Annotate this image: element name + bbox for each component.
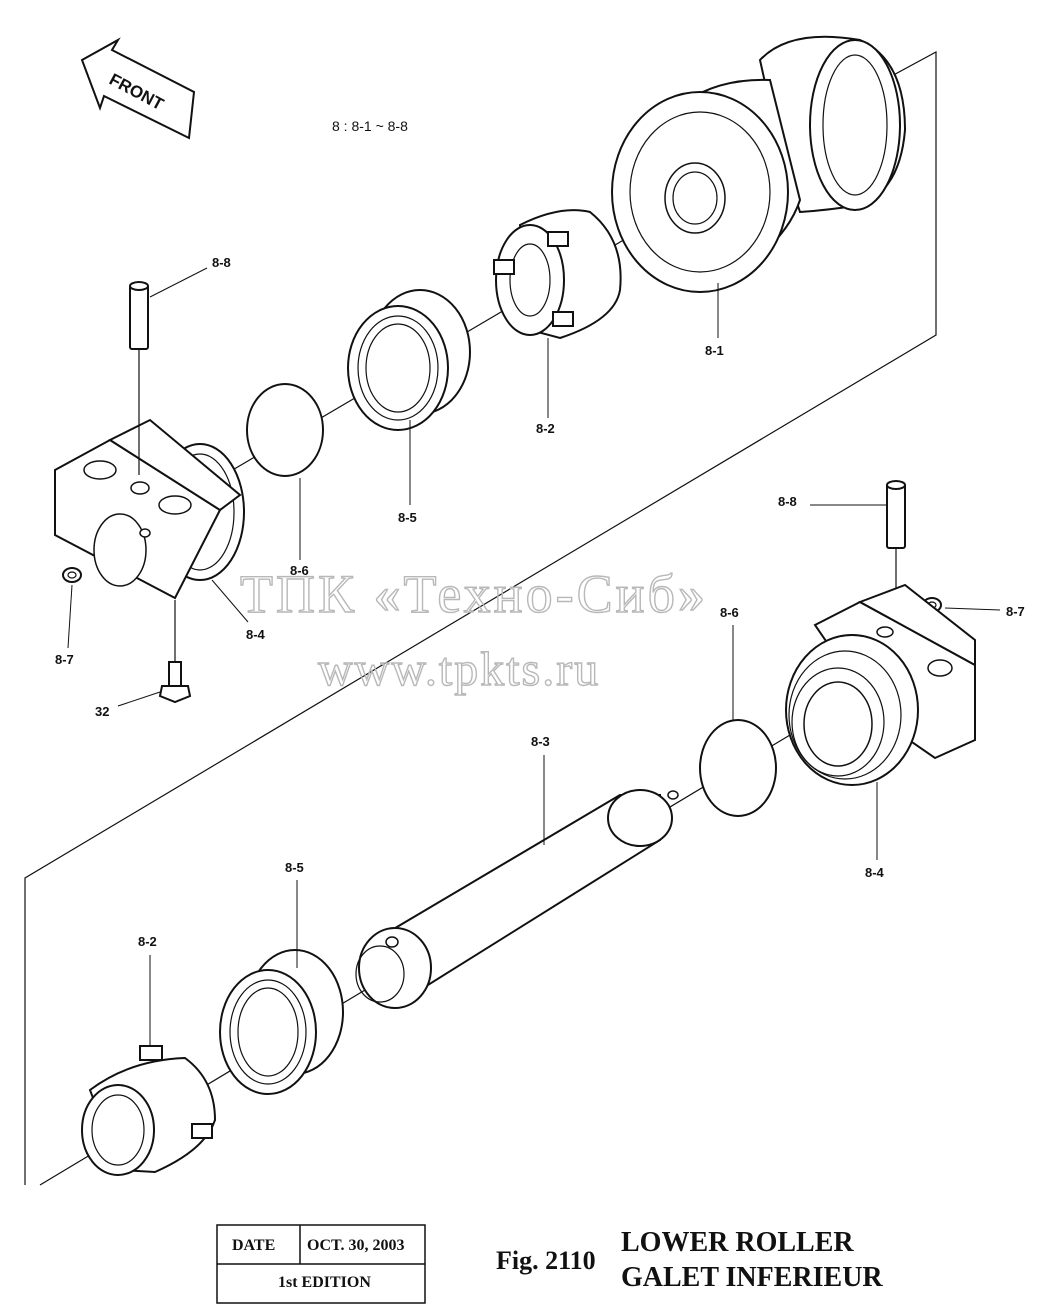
callout-32: 32 [95, 704, 109, 719]
front-arrow-icon: FRONT [80, 37, 196, 140]
callout-labels: 8-8 8-1 8-2 8-5 8-6 8-4 8-7 32 8-8 8-6 8… [55, 255, 1025, 949]
lower-seal-ring-part [219, 949, 344, 1095]
leader-lines [67, 267, 1001, 1046]
lower-collar-block-part [785, 583, 976, 786]
title-block: DATE OCT. 30, 2003 1st EDITION [216, 1224, 426, 1304]
callout-8-7-lower: 8-7 [1006, 604, 1025, 619]
watermark-url: www.tpkts.ru [318, 643, 600, 696]
callout-8-8-upper: 8-8 [212, 255, 231, 270]
upper-pin-part [129, 281, 149, 475]
callout-8-4-upper: 8-4 [246, 627, 266, 642]
upper-collar-block-part [54, 418, 245, 600]
callout-8-6-lower: 8-6 [720, 605, 739, 620]
callout-8-8-lower: 8-8 [778, 494, 797, 509]
roller-body-part [611, 35, 907, 293]
date-value: OCT. 30, 2003 [307, 1237, 404, 1254]
assembly-spec-text: 8 : 8-1 ~ 8-8 [332, 118, 408, 134]
assembly-frame [24, 50, 937, 1185]
upper-seal-ring-part [347, 289, 471, 431]
callout-8-1: 8-1 [705, 343, 724, 358]
callout-8-2-lower: 8-2 [138, 934, 157, 949]
upper-o-ring-part [246, 383, 324, 477]
bolt-part [158, 600, 192, 704]
callout-8-7-upper: 8-7 [55, 652, 74, 667]
upper-set-screw-part [62, 567, 82, 583]
callout-8-3: 8-3 [531, 734, 550, 749]
callout-8-4-lower: 8-4 [865, 865, 885, 880]
edition-label: 1st EDITION [278, 1274, 371, 1291]
lower-o-ring-part [699, 719, 777, 817]
callout-8-5-upper: 8-5 [398, 510, 417, 525]
callout-8-6-upper: 8-6 [290, 563, 309, 578]
callout-8-2-upper: 8-2 [536, 421, 555, 436]
upper-bushing-part [493, 209, 622, 340]
figure-number: Fig. 2110 [496, 1246, 596, 1275]
figure-title-english: LOWER ROLLER [621, 1227, 854, 1258]
shaft-part [355, 789, 679, 1009]
date-label: DATE [232, 1237, 275, 1254]
callout-8-5-lower: 8-5 [285, 860, 304, 875]
figure-title-french: GALET INFERIEUR [621, 1262, 883, 1293]
watermark-company: ТПК «Техно-Сиб» [240, 564, 708, 624]
lower-bushing-part [81, 1045, 217, 1176]
